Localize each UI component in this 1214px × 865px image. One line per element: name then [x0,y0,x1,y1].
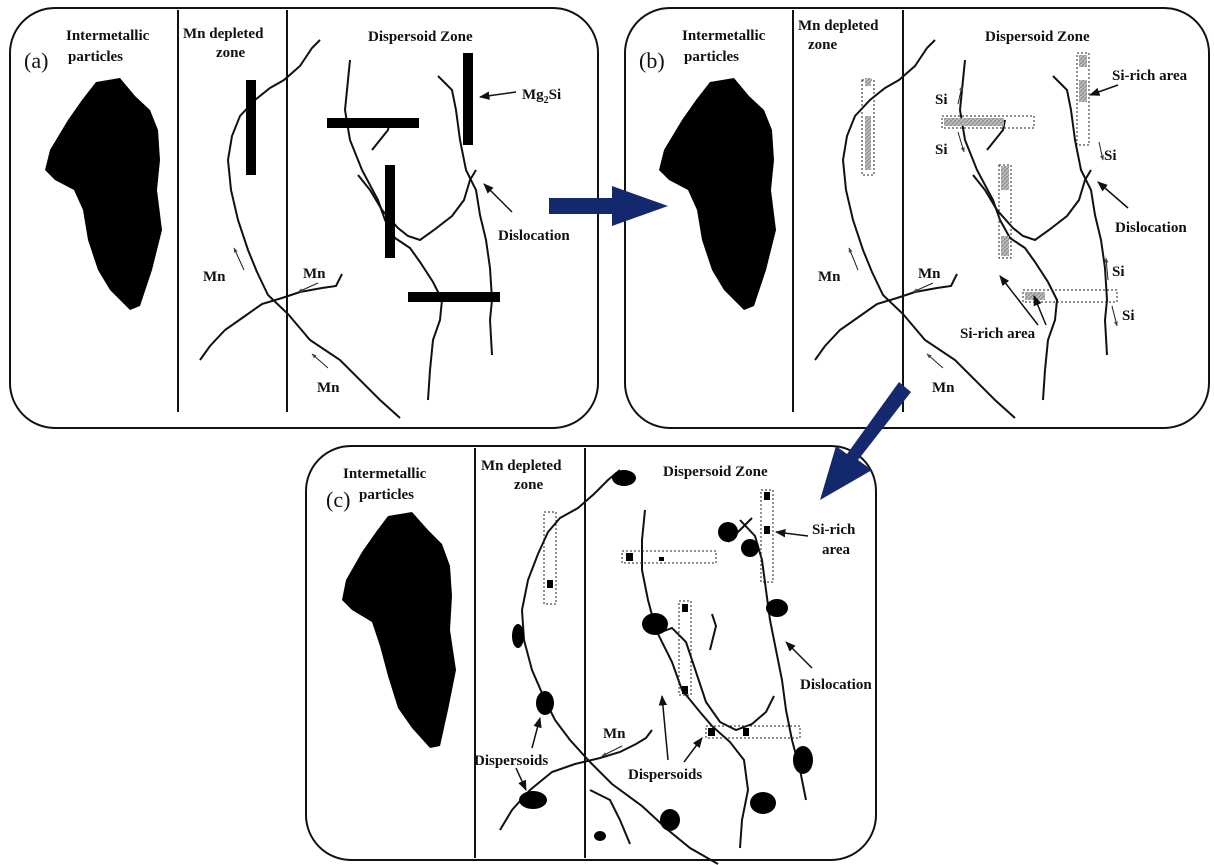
si-label: Si [935,92,948,108]
mg2si-rod [463,53,473,145]
si-rich-area-label: Si-rich area [1112,68,1188,84]
mn-label: Mn [818,269,841,285]
zone-label: zone [216,45,246,61]
dispersoid [750,792,776,814]
panel-c-tag: (c) [326,487,350,512]
dispersoid [626,553,633,561]
mn-label: Mn [317,380,340,396]
dislocation-label: Dislocation [800,677,872,693]
dispersoid [764,526,770,534]
si-label: Si [935,142,948,158]
si-label: Si [1104,148,1117,164]
dispersoid-zone-label: Dispersoid Zone [368,29,473,45]
dispersoid [594,831,606,841]
dispersoid [659,557,664,561]
zone-label: zone [808,37,838,53]
dispersoid [718,522,738,542]
mn-depleted-label: Mn depleted [798,18,879,34]
intermetallic-label: Intermetallic [66,28,150,44]
dispersoids-label: Dispersoids [628,767,702,783]
panel-a: (a) Intermetallic particles Mn depleted … [10,8,598,428]
dispersoid [660,809,680,831]
dispersoid [612,470,636,486]
dispersoid [682,686,688,694]
dispersoid [708,728,715,736]
dispersoid [512,624,524,648]
dispersoid [682,604,688,612]
dispersoid [743,728,749,736]
panel-b-tag: (b) [639,48,665,73]
mn-label: Mn [918,266,941,282]
particles-label: particles [359,487,414,503]
mn-label: Mn [303,266,326,282]
particles-label: particles [684,49,739,65]
intermetallic-label: Intermetallic [343,466,427,482]
mg2si-rod [385,165,395,258]
dispersoid [741,539,759,557]
si-rich-label: Si-rich [812,522,856,538]
panel-c: (c) Intermetallic particles Mn depleted … [306,446,876,864]
mn-label: Mn [203,269,226,285]
dislocation-label: Dislocation [1115,220,1187,236]
mg2si-rod [408,292,500,302]
dispersoid [793,746,813,774]
dispersoids-label: Dispersoids [474,753,548,769]
mn-label: Mn [603,726,626,742]
dispersoid [764,492,770,500]
intermetallic-label: Intermetallic [682,28,766,44]
si-label: Si [1112,264,1125,280]
dispersoid [642,613,668,635]
mg2si-rod [246,80,256,175]
mn-depleted-label: Mn depleted [183,26,264,42]
mn-depleted-label: Mn depleted [481,458,562,474]
dislocation-label: Dislocation [498,228,570,244]
panel-b: (b) Intermetallic particles Mn depleted … [625,8,1209,428]
dispersoid [536,691,554,715]
dispersoid [547,580,553,588]
si-rich-label: area [822,542,851,558]
panel-a-tag: (a) [24,48,48,73]
dispersoid-zone-label: Dispersoid Zone [985,29,1090,45]
dispersoid [519,791,547,809]
mn-label: Mn [932,380,955,396]
si-rich-area-label: Si-rich area [960,326,1036,342]
si-label: Si [1122,308,1135,324]
dispersoid-zone-label: Dispersoid Zone [663,464,768,480]
dispersoid [766,599,788,617]
particles-label: particles [68,49,123,65]
mg2si-rod [327,118,419,128]
zone-label: zone [514,477,544,493]
